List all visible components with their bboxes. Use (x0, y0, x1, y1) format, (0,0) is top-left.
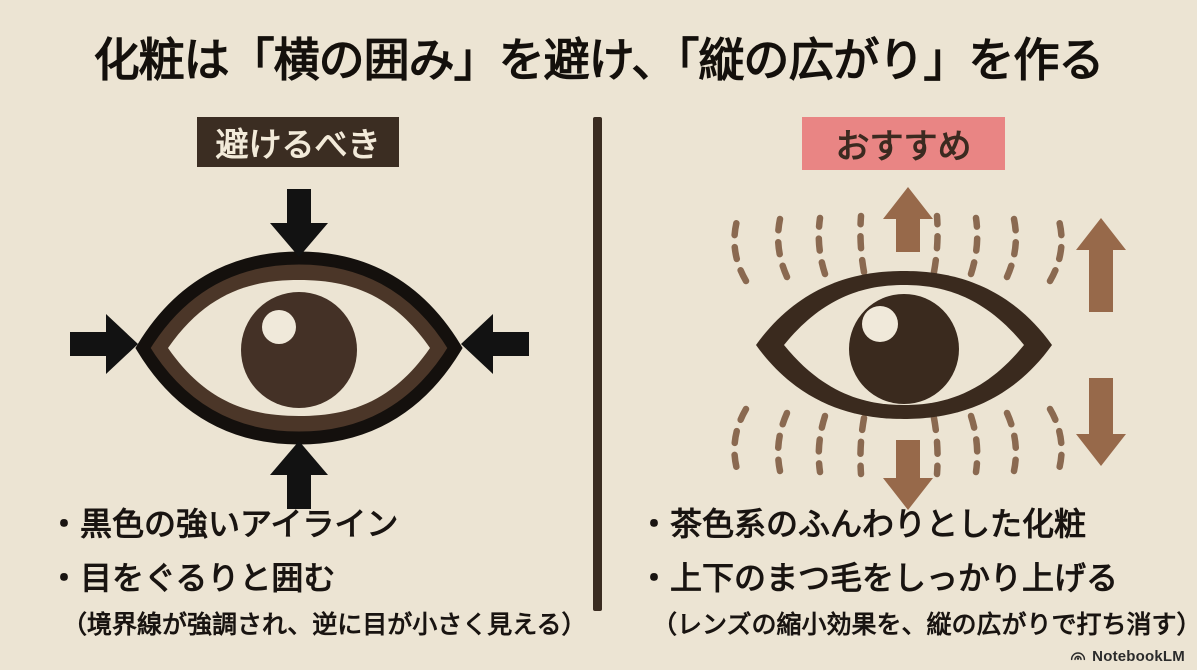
recommend-notes: ・茶色系のふんわりとした化粧 ・上下のまつ毛をしっかり上げる （レンズの縮小効果… (638, 497, 1197, 645)
avoid-label-badge: 避けるべき (197, 117, 399, 167)
center-divider (593, 117, 602, 611)
avoid-label-text: 避けるべき (215, 126, 381, 163)
avoid-bullet-2: ・目をぐるりと囲む (48, 560, 336, 596)
footer-brand-text: NotebookLM (1092, 647, 1185, 665)
recommend-label-text: おすすめ (835, 128, 972, 166)
notebooklm-logo-icon (1071, 652, 1086, 661)
recommend-note: （レンズの縮小効果を、縦の広がりで打ち消す） (652, 611, 1197, 639)
avoid-notes: ・黒色の強いアイライン ・目をぐるりと囲む （境界線が強調され、逆に目が小さく見… (48, 497, 608, 645)
footer-brand: NotebookLM (1069, 647, 1185, 665)
eye-vertical-spread-icon (731, 187, 1126, 510)
avoid-bullet-1: ・黒色の強いアイライン (48, 506, 399, 542)
page-title: 化粧は「横の囲み」を避け、「縦の広がり」を作る (93, 35, 1105, 86)
recommend-label-badge: おすすめ (802, 117, 1005, 170)
eye-inward-arrows-icon (70, 189, 529, 509)
recommend-bullet-1: ・茶色系のふんわりとした化粧 (638, 506, 1087, 542)
avoid-note: （境界線が強調され、逆に目が小さく見える） (62, 611, 587, 639)
recommend-bullet-2: ・上下のまつ毛をしっかり上げる (638, 560, 1119, 596)
